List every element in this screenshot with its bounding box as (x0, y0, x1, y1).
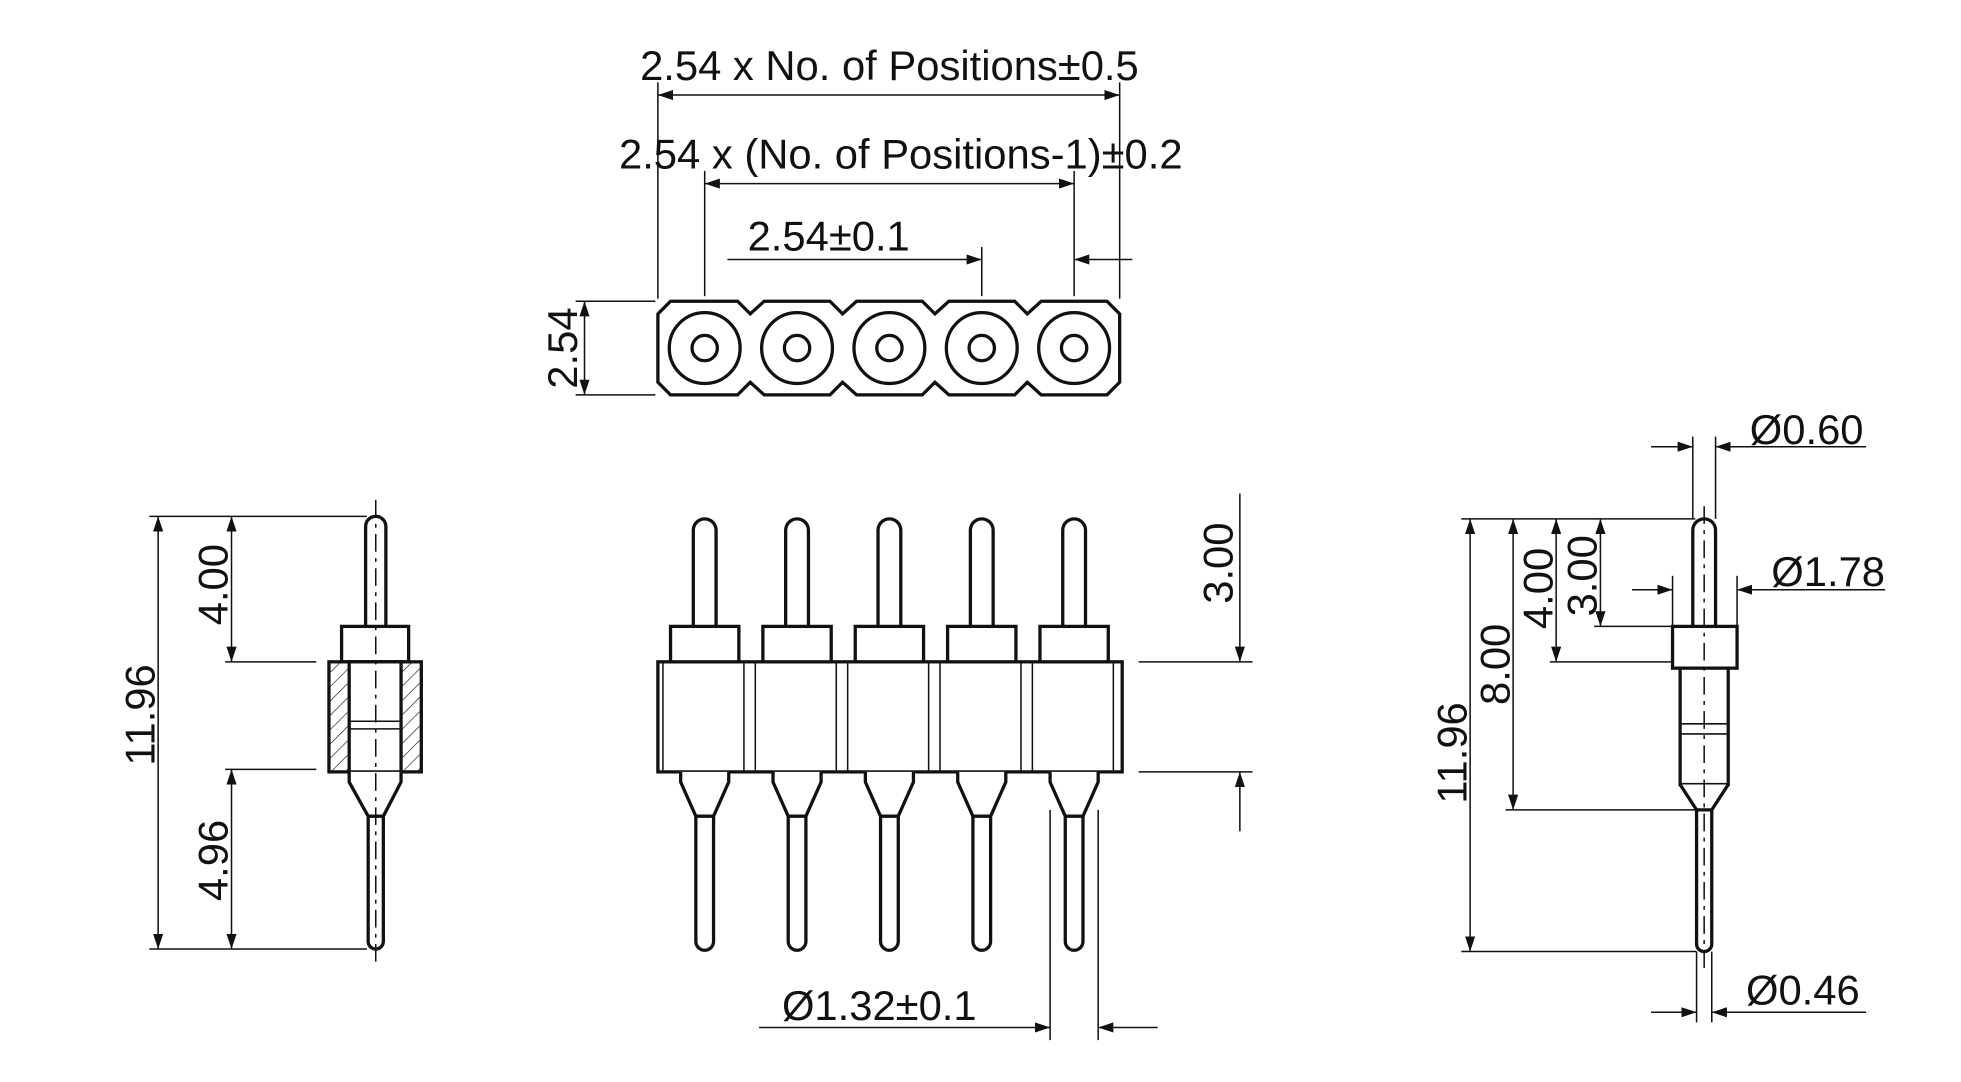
pin-detail: Ø0.60 Ø1.78 3.00 4.00 8.00 11.96 Ø0.46 (1428, 406, 1886, 1023)
width-label: 2.54 (539, 307, 586, 388)
overall-length-label: 2.54 x No. of Positions±0.5 (640, 42, 1139, 89)
pitch-span-label: 2.54 x (No. of Positions-1)±0.2 (619, 130, 1183, 177)
front-housing (656, 660, 1124, 774)
top-pin-diameter-label: Ø0.60 (1750, 406, 1864, 453)
side-total-length-label: 11.96 (116, 664, 163, 765)
contact-hole (944, 310, 1019, 386)
front-view: 3.00 Ø1.32±0.1 (656, 493, 1253, 1041)
top-view: 2.54 x No. of Positions±0.5 2.54 x (No. … (539, 42, 1183, 397)
pin-to-body-label: 4.00 (1514, 548, 1561, 629)
front-pin (939, 517, 1022, 952)
housing-height-label: 3.00 (1194, 523, 1241, 604)
side-view: 11.96 4.00 4.96 (116, 499, 423, 968)
detail-total-length-label: 11.96 (1428, 702, 1475, 803)
side-bottom-pin-label: 4.96 (190, 820, 237, 901)
tail-diameter-label: Ø0.46 (1746, 967, 1860, 1014)
side-top-pin-label: 4.00 (190, 544, 237, 625)
contact-hole (852, 310, 927, 386)
collar-diameter-label: Ø1.78 (1771, 548, 1885, 595)
top-to-tail-label: 8.00 (1471, 624, 1518, 705)
contact-hole (1037, 310, 1112, 386)
front-pins (656, 517, 1124, 952)
body-diameter-label: Ø1.32±0.1 (782, 982, 977, 1029)
pitch-label: 2.54±0.1 (748, 213, 910, 260)
front-pin (662, 517, 745, 952)
contact-holes (667, 310, 1112, 386)
contact-hole (759, 310, 835, 386)
housing-outline (656, 299, 1122, 397)
front-pin (1031, 517, 1115, 952)
contact-hole (667, 310, 742, 386)
front-pin (754, 517, 838, 952)
pin-to-collar-label: 3.00 (1559, 535, 1606, 616)
front-pin (846, 517, 930, 952)
